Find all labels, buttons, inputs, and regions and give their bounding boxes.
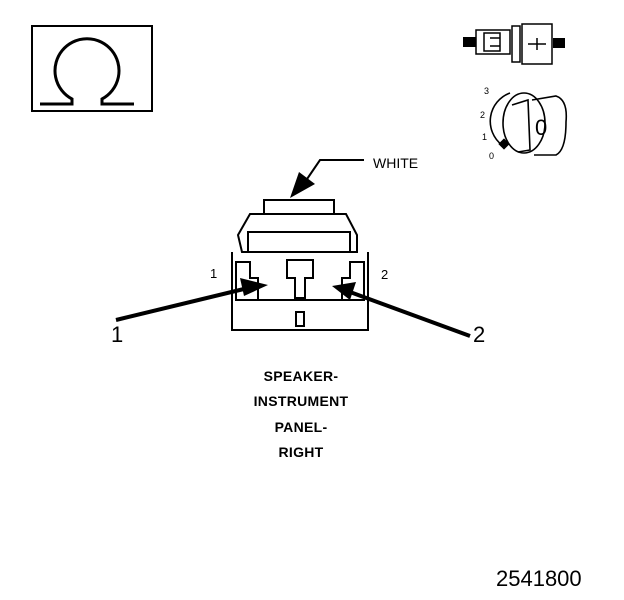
- key-position-1: 1: [482, 132, 488, 142]
- key-label: 0: [535, 115, 548, 140]
- ohmmeter-icon: [31, 25, 153, 112]
- pin-1-small-label: 1: [210, 266, 218, 281]
- title-line-2: INSTRUMENT: [253, 393, 349, 409]
- key-position-2: 2: [480, 110, 486, 120]
- figure-number: 2541800: [496, 566, 582, 591]
- pin-2-arrow: [332, 282, 471, 338]
- pin-1-callout: 1: [111, 322, 124, 347]
- ignition-key-icon: [489, 92, 568, 156]
- pin-1-arrow: [115, 278, 268, 322]
- title-line-3: PANEL-: [274, 419, 328, 435]
- connector-icon: [463, 23, 565, 65]
- title-line-4: RIGHT: [278, 444, 324, 460]
- pin-2-small-label: 2: [381, 267, 389, 282]
- key-position-3: 3: [484, 86, 490, 96]
- connector-face: [231, 199, 369, 331]
- wire-color-leader: [290, 159, 364, 198]
- wire-color-label: WHITE: [373, 155, 419, 171]
- title-line-1: SPEAKER-: [263, 368, 339, 384]
- key-position-0: 0: [489, 151, 495, 161]
- pin-2-callout: 2: [473, 322, 486, 347]
